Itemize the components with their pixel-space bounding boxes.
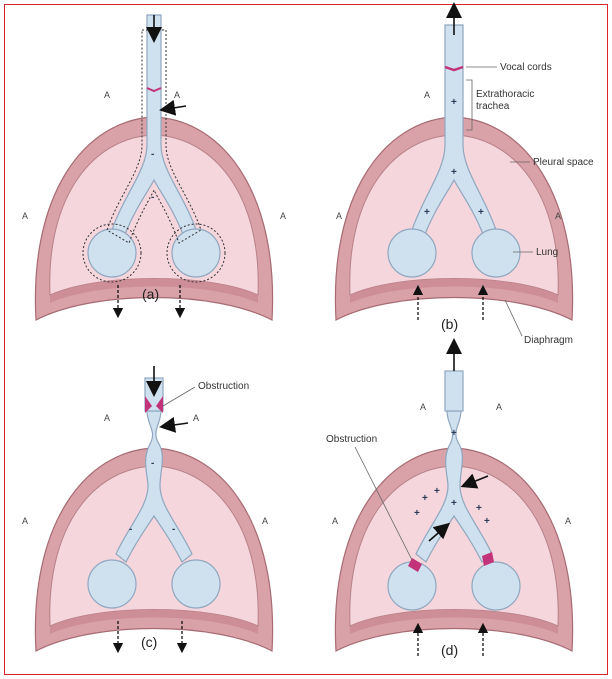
label-obstruction-c: Obstruction [198,381,249,392]
pressure-pos-d4: + [414,508,420,519]
atm-a1: A [104,90,110,100]
pressure-pos-d5: + [476,503,482,514]
atm-d2: A [496,402,502,412]
atm-b2: A [336,211,342,221]
pressure-pos-d7: + [451,498,457,509]
atm-a2: A [174,90,180,100]
atm-a4: A [280,211,286,221]
panel-label-d: (d) [441,642,458,658]
atm-c4: A [262,516,268,526]
pressure-pos-b1: + [451,97,457,108]
atm-c3: A [22,516,28,526]
pressure-pos-d6: + [484,516,490,527]
pressure-pos-b4: + [478,207,484,218]
panel-label-a: (a) [142,286,159,302]
atm-d3: A [332,516,338,526]
pressure-pos-b3: + [424,207,430,218]
pressure-neg-c1: - [151,458,154,469]
atm-d1: A [420,402,426,412]
pressure-pos-d3: + [434,486,440,497]
pressure-neg-a2: - [151,192,154,203]
panel-label-c: (c) [141,634,157,650]
label-lung: Lung [536,247,558,258]
pressure-neg-c3: - [172,524,175,535]
label-extrathoracic-1: Extrathoracic [476,89,534,100]
label-diaphragm: Diaphragm [524,335,573,346]
panel-a: - - [35,15,272,320]
atm-b3: A [555,211,561,221]
pressure-neg-c2: - [129,524,132,535]
panel-label-b: (b) [441,316,458,332]
atm-c1: A [104,413,110,423]
atm-a3: A [22,211,28,221]
pressure-pos-b2: + [451,167,457,178]
atm-b1: A [424,90,430,100]
atm-c2: A [193,413,199,423]
label-vocal-cords: Vocal cords [500,62,552,73]
panel-c: - - - [35,366,272,651]
label-obstruction-d: Obstruction [326,434,377,445]
atm-d4: A [565,516,571,526]
label-pleural-space: Pleural space [533,157,594,168]
label-extrathoracic-2: trachea [476,101,510,112]
pressure-neg-a1: - [151,149,154,160]
panel-d: + + + + + + + [335,346,572,656]
pressure-pos-d2: + [422,493,428,504]
pressure-pos-d1: + [451,428,457,439]
